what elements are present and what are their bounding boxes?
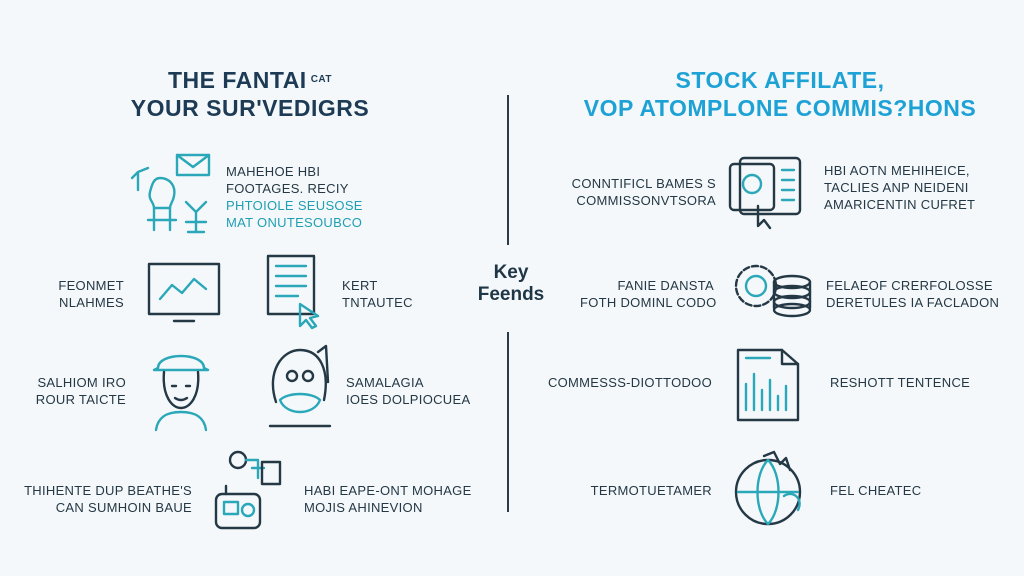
left-item-1-text: MAHEHOE HBI FOOTAGES. RECIY PHTOIOLE SEU…: [226, 163, 363, 231]
left-title-line1: THE FANTAI: [167, 67, 307, 93]
gear-coins-icon: [734, 264, 812, 318]
right-item-4-left-line1: TERMOTUETAMER: [590, 483, 712, 498]
right-item-1-left-text: CONNTIFICL BAMES S COMMISSONVTSORA: [560, 175, 716, 209]
left-item-4-right-line1: HABI EAPE-ONT MOHAGE: [304, 483, 472, 498]
worker-helmet-icon: [152, 354, 210, 432]
center-label-line1: Key: [493, 262, 529, 283]
right-title-line1: STOCK AFFILATE,: [675, 67, 885, 93]
right-item-4-right-line1: FEL CHEATEC: [830, 483, 922, 498]
left-item-1-line2: FOOTAGES. RECIY: [226, 181, 349, 196]
center-label: Key Feends: [466, 262, 556, 306]
camera-drone-icon: [214, 450, 282, 530]
right-item-1-left-line2: COMMISSONVTSORA: [576, 193, 716, 208]
left-item-3-left-text: SALHIOM IRO ROUR TAICTE: [30, 374, 126, 408]
right-item-1-right-text: HBI AOTN MEHIHEICE, TACLIES ANP NEIDENI …: [824, 162, 975, 213]
left-item-4-left-line2: CAN SUMHOIN BAUE: [55, 500, 192, 515]
right-item-3-left-line1: COMMESSS-DIOTTODOO: [547, 375, 712, 390]
right-item-2-right-line2: DERETULES IA FACLADON: [826, 295, 1000, 310]
monitor-chart-icon: [147, 262, 221, 323]
left-item-2-right-line2: TNTAUTEC: [342, 295, 413, 310]
left-item-4-right-text: HABI EAPE-ONT MOHAGE MOJIS AHINEVION: [304, 482, 472, 516]
right-item-4-left-text: TERMOTUETAMER: [570, 482, 712, 499]
left-item-1-line3: PHTOIOLE SEUSOSE: [226, 198, 363, 213]
envelope-icon: [175, 153, 211, 177]
left-item-3-right-line2: IOES DOLPIOCUEA: [346, 392, 471, 407]
report-chart-icon: [736, 348, 800, 422]
right-item-2-right-text: FELAEOF CRERFOLOSSE DERETULES IA FACLADO…: [826, 277, 999, 311]
right-item-1-left-line1: CONNTIFICL BAMES S: [571, 176, 716, 191]
center-label-line2: Feends: [477, 284, 545, 305]
left-item-4-left-line1: THIHENTE DUP BEATHE'S: [24, 483, 192, 498]
left-item-1-line1: MAHEHOE HBI: [226, 164, 321, 179]
divider-bottom: [507, 332, 509, 512]
right-item-4-right-text: FEL CHEATEC: [830, 482, 921, 499]
right-title-line2: VOP ATOMPLONE COMMIS?HONS: [583, 95, 977, 121]
right-item-2-right-line1: FELAEOF CRERFOLOSSE: [826, 278, 993, 293]
globe-hand-icon: [734, 450, 802, 526]
masked-face-icon: [268, 344, 332, 428]
left-item-3-left-line2: ROUR TAICTE: [35, 392, 126, 407]
person-thinking-icon: [130, 166, 178, 232]
right-title: STOCK AFFILATE, VOP ATOMPLONE COMMIS?HON…: [560, 66, 1000, 122]
right-item-1-right-line2: TACLIES ANP NEIDENI: [824, 180, 969, 195]
left-item-1-line4: MAT ONUTESOUBCO: [226, 215, 363, 230]
right-item-3-left-text: COMMESSS-DIOTTODOO: [540, 374, 712, 391]
right-item-1-right-line1: HBI AOTN MEHIHEICE,: [824, 163, 970, 178]
circuit-icon: [184, 200, 208, 234]
left-title-small: CAT: [310, 74, 333, 85]
right-item-3-right-line1: RESHOTT TENTENCE: [830, 375, 971, 390]
right-item-2-left-line2: FOTH DOMINL CODO: [580, 295, 717, 310]
left-item-3-right-text: SAMALAGIA IOES DOLPIOCUEA: [346, 374, 470, 408]
left-item-2-right-text: KERT TNTAUTEC: [342, 277, 413, 311]
document-cursor-icon: [266, 254, 320, 330]
right-item-2-left-line1: FANIE DANSTA: [617, 278, 714, 293]
left-item-4-left-text: THIHENTE DUP BEATHE'S CAN SUMHOIN BAUE: [8, 482, 192, 516]
right-item-2-left-text: FANIE DANSTA FOTH DOMINL CODO: [580, 277, 717, 311]
left-item-2-right-line1: KERT: [342, 278, 378, 293]
right-item-3-right-text: RESHOTT TENTENCE: [830, 374, 970, 391]
right-item-1-right-line3: AMARICENTIN CUFRET: [824, 197, 976, 212]
left-item-2-left-text: FEONMET NLAHMES: [30, 277, 124, 311]
left-item-4-right-line2: MOJIS AHINEVION: [304, 500, 423, 515]
left-item-3-left-line1: SALHIOM IRO: [37, 375, 126, 390]
certificate-icon: [728, 156, 802, 230]
left-item-2-left-line2: NLAHMES: [59, 295, 124, 310]
left-title-line2: YOUR SUR'VEDIGRS: [130, 95, 370, 121]
left-item-3-right-line1: SAMALAGIA: [346, 375, 424, 390]
divider-top: [507, 95, 509, 245]
left-item-2-left-line1: FEONMET: [58, 278, 124, 293]
